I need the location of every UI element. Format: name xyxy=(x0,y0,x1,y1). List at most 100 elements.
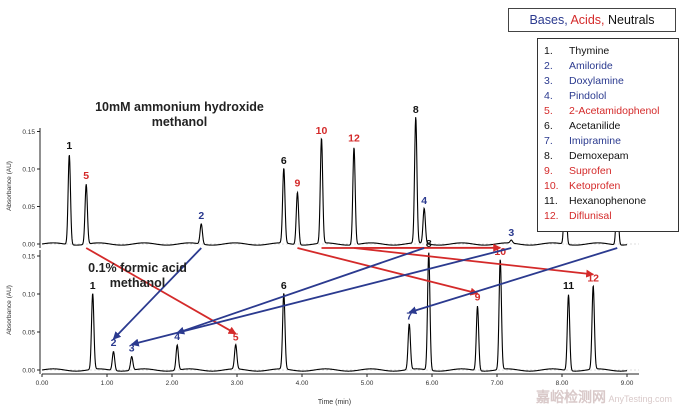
shift-arrow-7 xyxy=(408,247,618,315)
legend-number: 6. xyxy=(544,120,553,132)
legend-number: 12. xyxy=(544,210,559,222)
top-panel-title: 10mM ammonium hydroxide methanol xyxy=(92,100,267,130)
legend-number: 11. xyxy=(544,195,558,207)
class-key-bases: Bases, xyxy=(529,13,568,27)
bottom-panel-title-line2: methanol xyxy=(109,276,166,290)
y-tick-label: 0.05 xyxy=(22,330,35,337)
y-tick-label: 0.15 xyxy=(22,129,35,136)
peak-label-10: 10 xyxy=(316,125,328,137)
watermark-url: AnyTesting.com xyxy=(608,394,672,404)
legend-item: 10. Ketoprofen xyxy=(538,180,678,193)
top-panel-title-line2: methanol xyxy=(151,115,208,129)
y-tick-label: 0.10 xyxy=(22,167,35,174)
legend-compound-name: Doxylamine xyxy=(569,75,624,87)
y-tick-label: 0.15 xyxy=(22,254,35,261)
legend-item: 7.Imipramine xyxy=(538,135,678,148)
compound-legend: 1. Thymine 2. Amiloride 3. Doxylamine 4. Pindol… xyxy=(537,38,679,232)
x-axis-label: Time (min) xyxy=(318,399,351,406)
x-tick-label: 8.00 xyxy=(556,380,569,387)
class-key-neutrals: Neutrals xyxy=(608,13,655,27)
legend-number: 9. xyxy=(544,165,553,177)
chromatogram-trace xyxy=(41,117,628,246)
x-axis: 0.00 1.00 2.00 3.00 4.00 5.00 6.00 7.00 8.00 9.00… xyxy=(36,373,639,406)
peak-label-4: 4 xyxy=(174,331,180,343)
legend-compound-name: Thymine xyxy=(569,45,610,57)
y-axis-label: Absorbance (AU) xyxy=(6,285,13,335)
legend-number: 8. xyxy=(544,150,553,162)
peak-label-12: 12 xyxy=(348,133,360,145)
class-key-box: Bases, Acids, Neutrals xyxy=(508,8,676,32)
y-tick-label: 0.10 xyxy=(22,292,35,299)
legend-compound-name: Ketoprofen xyxy=(569,180,621,192)
legend-compound-name: Suprofen xyxy=(569,165,612,177)
y-axis-label: Absorbance (AU) xyxy=(6,161,13,211)
legend-number: 10. xyxy=(544,180,559,192)
bottom-panel-title: 0.1% formic acid methanol xyxy=(70,261,205,291)
legend-item: 4. Pindolol xyxy=(538,90,678,103)
peak-label-5: 5 xyxy=(83,170,89,182)
legend-compound-name: Acetanilide xyxy=(569,120,621,132)
legend-item: 5.2-Acetamidophenol xyxy=(538,105,678,118)
legend-item: 8. Demoxepam xyxy=(538,150,678,163)
y-tick-label: 0.00 xyxy=(22,368,35,375)
chromatogram-trace xyxy=(41,252,628,372)
shift-arrow-9 xyxy=(297,247,479,296)
legend-compound-name: Hexanophenone xyxy=(569,195,647,207)
legend-compound-name: Amiloride xyxy=(569,60,613,72)
legend-item: 12. Diflunisal xyxy=(538,210,678,223)
peak-label-12: 12 xyxy=(587,272,599,284)
shift-arrow-4 xyxy=(176,247,425,335)
legend-item: 2. Amiloride xyxy=(538,60,678,73)
watermark: 嘉峪检测网 AnyTesting.com xyxy=(536,387,672,407)
x-tick-label: 6.00 xyxy=(426,380,439,387)
legend-item: 1. Thymine xyxy=(538,45,678,58)
watermark-cn: 嘉峪检测网 xyxy=(535,389,606,405)
legend-compound-name: 2-Acetamidophenol xyxy=(569,105,660,117)
peak-label-8: 8 xyxy=(413,104,419,116)
x-tick-label: 3.00 xyxy=(231,380,244,387)
y-tick-label: 0.00 xyxy=(22,242,35,249)
peak-label-9: 9 xyxy=(475,291,481,303)
legend-compound-name: Diflunisal xyxy=(569,210,612,222)
legend-compound-name: Demoxepam xyxy=(569,150,629,162)
top-panel-title-line1: 10mM ammonium hydroxide xyxy=(95,100,264,114)
x-tick-label: 4.00 xyxy=(296,380,309,387)
peak-label-8: 8 xyxy=(426,238,432,250)
x-tick-label: 1.00 xyxy=(101,380,114,387)
y-tick-label: 0.05 xyxy=(22,204,35,211)
shift-arrows xyxy=(85,243,618,347)
legend-compound-name: Imipramine xyxy=(569,135,621,147)
peak-label-11: 11 xyxy=(563,280,574,292)
peak-label-2: 2 xyxy=(111,337,117,349)
shift-arrow-3 xyxy=(130,247,512,347)
peak-label-6: 6 xyxy=(281,280,287,292)
x-tick-label: 7.00 xyxy=(491,380,504,387)
peak-label-6: 6 xyxy=(281,155,287,167)
shift-arrow-12 xyxy=(353,247,595,278)
shift-arrow-2 xyxy=(112,247,202,340)
peak-label-5: 5 xyxy=(233,332,239,344)
legend-item: 9. Suprofen xyxy=(538,165,678,178)
peak-label-1: 1 xyxy=(66,140,72,152)
x-tick-label: 9.00 xyxy=(621,380,634,387)
peak-label-3: 3 xyxy=(129,342,135,354)
peak-label-7: 7 xyxy=(406,310,412,322)
x-tick-label: 0.00 xyxy=(36,380,49,387)
legend-number: 3. xyxy=(544,75,553,87)
x-tick-label: 5.00 xyxy=(361,380,374,387)
legend-compound-name: Pindolol xyxy=(569,90,607,102)
peak-label-1: 1 xyxy=(90,280,96,292)
legend-number: 4. xyxy=(544,90,553,102)
class-key-acids: Acids, xyxy=(570,13,605,27)
bottom-panel-title-line1: 0.1% formic acid xyxy=(88,261,187,275)
legend-number: 1. xyxy=(544,45,553,57)
x-tick-label: 2.00 xyxy=(166,380,179,387)
legend-item: 3. Doxylamine xyxy=(538,75,678,88)
peak-label-2: 2 xyxy=(198,210,204,222)
peak-label-4: 4 xyxy=(421,195,427,207)
peak-label-3: 3 xyxy=(508,227,514,239)
legend-number: 2. xyxy=(544,60,553,72)
